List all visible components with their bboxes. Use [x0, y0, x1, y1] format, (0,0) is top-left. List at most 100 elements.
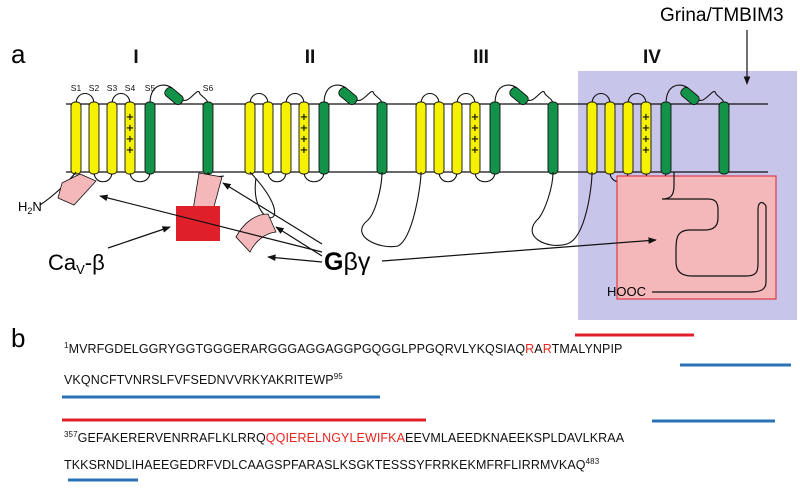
segment-label: S3: [107, 83, 118, 93]
helix-s2: [88, 101, 100, 175]
gbg-arrow-linker3: [267, 254, 323, 263]
pore-loop: [665, 84, 689, 105]
s4-charge: +: [126, 112, 134, 123]
s4-charge: +: [642, 112, 650, 123]
s4-charge: +: [126, 134, 134, 145]
sequence-block2-line1: 357GEFAKERERVENRRAFLKLRRQQQIERELNGYLEWIF…: [64, 430, 625, 446]
loop-extracellular: [249, 92, 269, 105]
domain-label: I: [133, 47, 138, 68]
s4-charge: +: [471, 123, 479, 134]
loop-extracellular: [420, 92, 440, 105]
loop-intracellular: [93, 171, 113, 183]
gbg-arrow-linker2: [275, 226, 323, 257]
helix-s4: [298, 101, 310, 175]
loop-intracellular: [267, 171, 287, 183]
pore-helix: [164, 86, 184, 106]
n-terminus-label: H2N: [18, 199, 42, 216]
helix-s6: [376, 101, 388, 175]
cav-arrow: [107, 226, 171, 249]
helix-s5: [489, 101, 501, 175]
loop-intracellular: [474, 171, 496, 183]
s4-charge: +: [642, 145, 650, 156]
pore-loop: [353, 91, 383, 105]
helix-s2: [433, 101, 445, 175]
s4-charge: +: [642, 134, 650, 145]
helix-s3: [451, 101, 463, 175]
helix-s5: [318, 101, 330, 175]
gbg-binding-pink-block: [235, 213, 277, 253]
segment-label: S4: [125, 83, 136, 93]
helix-s1: [586, 101, 598, 175]
helix-s5: [144, 101, 156, 175]
linker-iii-iv: [531, 171, 593, 246]
pore-loop: [323, 84, 347, 105]
c-terminus-tail: [652, 172, 767, 293]
helix-s1: [244, 101, 256, 175]
s4-charge: +: [126, 145, 134, 156]
s4-charge: +: [300, 134, 308, 145]
helix-s4: [469, 101, 481, 175]
helix-s6: [547, 101, 559, 175]
pore-loop: [524, 91, 554, 105]
segment-label: S6: [203, 83, 214, 93]
helix-s1: [415, 101, 427, 175]
panel-a-label: a: [11, 39, 26, 69]
s4-charge: +: [471, 134, 479, 145]
helix-s6: [718, 101, 730, 175]
pore-loop: [149, 84, 173, 105]
cav-beta-red-box: [176, 206, 220, 241]
cav-beta-label: CaV-β: [48, 250, 105, 277]
helix-s3: [622, 101, 634, 175]
loop-extracellular: [627, 92, 647, 105]
sequence-block2-line2: TKKSRNDLIHAEEGEDRFVDLCAAGSPFARASLKSGKTES…: [64, 457, 600, 473]
loop-extracellular: [111, 92, 131, 105]
segment-label: S1: [71, 83, 82, 93]
pore-loop: [695, 91, 725, 105]
domain-label: IV: [643, 47, 661, 68]
pore-loop: [179, 91, 209, 105]
helix-s4: [640, 101, 652, 175]
pore-loop: [494, 84, 518, 105]
loop-intracellular: [438, 171, 458, 183]
loop-intracellular: [303, 171, 325, 183]
s4-charge: +: [300, 145, 308, 156]
helix-s5: [660, 101, 672, 175]
c-terminus-pink-box: [616, 175, 777, 300]
helix-s4: [124, 101, 136, 175]
domain-label: II: [305, 47, 316, 68]
grina-label: Grina/TMBIM3: [660, 5, 784, 26]
segment-label: S5: [145, 83, 156, 93]
loop-extracellular: [456, 92, 476, 105]
helix-s2: [262, 101, 274, 175]
s4-charge: +: [471, 145, 479, 156]
domain-label: III: [473, 47, 489, 68]
loop-extracellular: [75, 92, 95, 105]
loop-extracellular: [285, 92, 305, 105]
gbg-arrow-cterm: [381, 237, 657, 262]
pore-helix: [509, 86, 529, 106]
s4-charge: +: [300, 123, 308, 134]
pore-helix: [338, 86, 358, 106]
gbg-arrow-linker1: [222, 182, 323, 245]
helix-s2: [604, 101, 616, 175]
s4-charge: +: [471, 112, 479, 123]
gbg-arrow-nterm: [99, 194, 323, 253]
n-terminus-pink-block: [57, 173, 97, 206]
segment-label: S2: [89, 83, 100, 93]
s4-charge: +: [300, 112, 308, 123]
gbg-label: Gβγ: [324, 248, 371, 276]
helix-s3: [280, 101, 292, 175]
helix-s6: [202, 101, 214, 175]
helix-s3: [106, 101, 118, 175]
linker-i-ii: [249, 171, 276, 219]
linker-ii-iii: [361, 171, 422, 248]
sequence-block1-line2: VKQNCFTVNRSLFVFSEDNVVRKYAKRITEWP95: [64, 372, 343, 388]
loop-intracellular: [129, 171, 151, 183]
loop-extracellular: [591, 92, 611, 105]
helix-s1: [70, 101, 82, 175]
pore-helix: [680, 86, 700, 106]
panel-b-label: b: [11, 323, 25, 353]
sequence-block1-line1: 1MVRFGDELGGRYGGTGGGERARGGGAGGAGGPGQGGLPP…: [64, 341, 623, 357]
